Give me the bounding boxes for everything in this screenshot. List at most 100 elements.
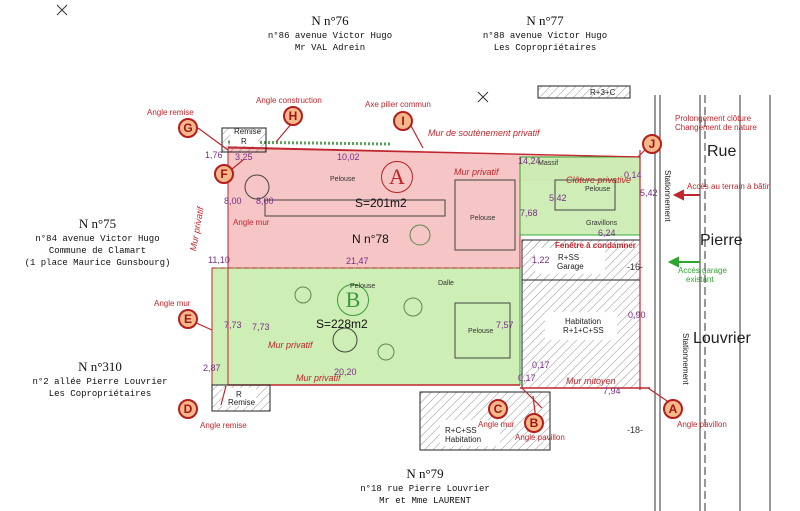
parcel-label: N n°78	[352, 232, 389, 246]
zone-b-letter: B	[337, 284, 369, 316]
zone-a-area: S=201m2	[355, 196, 407, 210]
marker-e[interactable]: E	[178, 309, 198, 329]
marker-d[interactable]: D	[178, 399, 198, 419]
neighbor-title: N n°77	[526, 13, 564, 28]
remise-bottom-r: R	[236, 390, 242, 399]
dim-13: 7,73	[252, 322, 270, 332]
label-pelouse-3: Pelouse	[468, 328, 494, 335]
marker-i[interactable]: I	[393, 111, 413, 131]
stationnement-bottom: Stationnement	[681, 333, 690, 385]
dim-21: -16-	[627, 262, 644, 272]
dim-20: 0,90	[628, 310, 646, 320]
dim-17: 7,94	[603, 386, 621, 396]
stationnement-top: Stationnement	[663, 170, 672, 222]
zone-b-area: S=228m2	[316, 317, 368, 331]
marker-b[interactable]: B	[524, 413, 544, 433]
dim-18: 5,42	[640, 188, 658, 198]
dim-24: 0,17	[518, 373, 536, 383]
neighbor-address: n°2 allée Pierre Louvrier	[32, 376, 168, 387]
neighbor-title: N n°76	[311, 13, 349, 28]
neighbor-n76: N n°76 n°86 avenue Victor Hugo Mr VAL Ad…	[260, 12, 400, 54]
label-pelouse-5: Pelouse	[350, 283, 376, 290]
annotation-changement: Changement de nature	[675, 123, 757, 132]
neighbor-owner: Les Copropriétaires	[493, 42, 597, 53]
annotation-angle-mur-left: Angle mur	[154, 299, 191, 308]
mur-privatif-b: Mur privatif	[268, 340, 313, 350]
label-pelouse-4: Pelouse	[585, 186, 611, 193]
neighbor-n75: N n°75 n°84 avenue Victor Hugo Commune d…	[10, 215, 185, 269]
annotation-angle-mur-c: Angle mur	[478, 420, 515, 429]
neighbor-title: N n°75	[78, 216, 117, 231]
remise-top-r: R	[241, 137, 247, 146]
marker-c[interactable]: C	[488, 399, 508, 419]
annotation-angle-construction: Angle construction	[256, 96, 322, 105]
zone-a-right	[519, 156, 641, 236]
dim-5: 8,00	[224, 196, 242, 206]
dim-11: 11,10	[208, 255, 230, 265]
dim-7: 21,47	[346, 256, 369, 266]
label-massif: Massif	[538, 160, 559, 167]
zone-a-letter: A	[381, 161, 413, 193]
neighbor-title: N n°79	[406, 466, 444, 481]
dim-6: 8,00	[256, 196, 274, 206]
label-pelouse-2: Pelouse	[470, 215, 496, 222]
dim-23: 0,17	[532, 360, 550, 370]
annotation-angle-remise-top: Angle remise	[147, 108, 194, 117]
annotation-acces-garage-2: existant	[686, 275, 714, 284]
dim-16: 20,20	[334, 367, 357, 377]
neighbor-owner: Mr et Mme LAURENT	[379, 495, 471, 506]
neighbor-extra: (1 place Maurice Gunsbourg)	[24, 257, 171, 268]
fenetre-a-condamner: Fenêtre à condamner	[555, 241, 636, 250]
annotation-axe-pilier: Axe pilier commun	[365, 100, 431, 109]
annotation-mur-soutenement: Mur de soutènement privatif	[428, 128, 540, 138]
annotation-angle-pavillon-a: Angle pavillon	[677, 420, 727, 429]
neighbor-owner: Les Copropriétaires	[48, 388, 152, 399]
neighbor-n310: N n°310 n°2 allée Pierre Louvrier Les Co…	[15, 358, 185, 400]
dim-2: 3,25	[235, 152, 253, 162]
neighbor-owner: Mr VAL Adrein	[294, 42, 366, 53]
dim-10: 6,24	[598, 228, 616, 238]
mur-mitoyen: Mur mitoyen	[566, 376, 616, 386]
street-louvrier: Louvrier	[693, 330, 751, 347]
label-pelouse-1: Pelouse	[330, 176, 356, 183]
dim-1: 1,76	[205, 150, 223, 160]
marker-j[interactable]: J	[642, 134, 662, 154]
pelouse-rect	[454, 179, 516, 251]
marker-f[interactable]: F	[214, 164, 234, 184]
dim-19: 0,14	[624, 170, 642, 180]
r3c-label: R+3+C	[590, 88, 616, 97]
remise-bottom-label: Remise	[228, 398, 256, 407]
dim-4: 14,24	[518, 156, 541, 166]
dim-3: 10,02	[337, 152, 360, 162]
street-pierre: Pierre	[700, 232, 743, 249]
dim-15: 2,87	[203, 363, 221, 373]
neighbor-address: n°86 avenue Victor Hugo	[267, 30, 393, 41]
neighbor-n77: N n°77 n°88 avenue Victor Hugo Les Copro…	[475, 12, 615, 54]
habitation-s-1: R+C+SS	[445, 426, 477, 435]
annotation-angle-remise-bottom: Angle remise	[200, 421, 247, 430]
corner-cross	[56, 4, 489, 103]
annotation-acces-garage-1: Accès garage	[678, 266, 727, 275]
neighbor-owner: Commune de Clamart	[48, 245, 147, 256]
marker-a[interactable]: A	[663, 399, 683, 419]
dim-12: 7,73	[224, 320, 242, 330]
neighbor-address: n°88 avenue Victor Hugo	[482, 30, 608, 41]
annotation-angle-pavillon-b: Angle pavillon	[515, 433, 565, 442]
habitation-label-2: R+1+C+SS	[563, 326, 604, 335]
zone-b-left	[212, 300, 228, 385]
habitation-label-1: Habitation	[565, 317, 602, 326]
marker-g[interactable]: G	[178, 118, 198, 138]
remise-top-label: Remise	[234, 127, 262, 136]
neighbor-n79: N n°79 n°18 rue Pierre Louvrier Mr et Mm…	[355, 465, 495, 507]
annotation-angle-mur-f: Angle mur	[233, 218, 270, 227]
neighbor-address: n°18 rue Pierre Louvrier	[360, 483, 490, 494]
tree-1	[244, 174, 270, 200]
dim-8: 7,68	[520, 208, 538, 218]
garage-label-2: Garage	[557, 262, 584, 271]
dim-22: -18-	[627, 425, 644, 435]
dim-9: 5,42	[549, 193, 567, 203]
marker-h[interactable]: H	[283, 106, 303, 126]
mur-privatif-bottom: Mur privatif	[296, 373, 341, 383]
garage-label-1: R+SS	[558, 253, 580, 262]
